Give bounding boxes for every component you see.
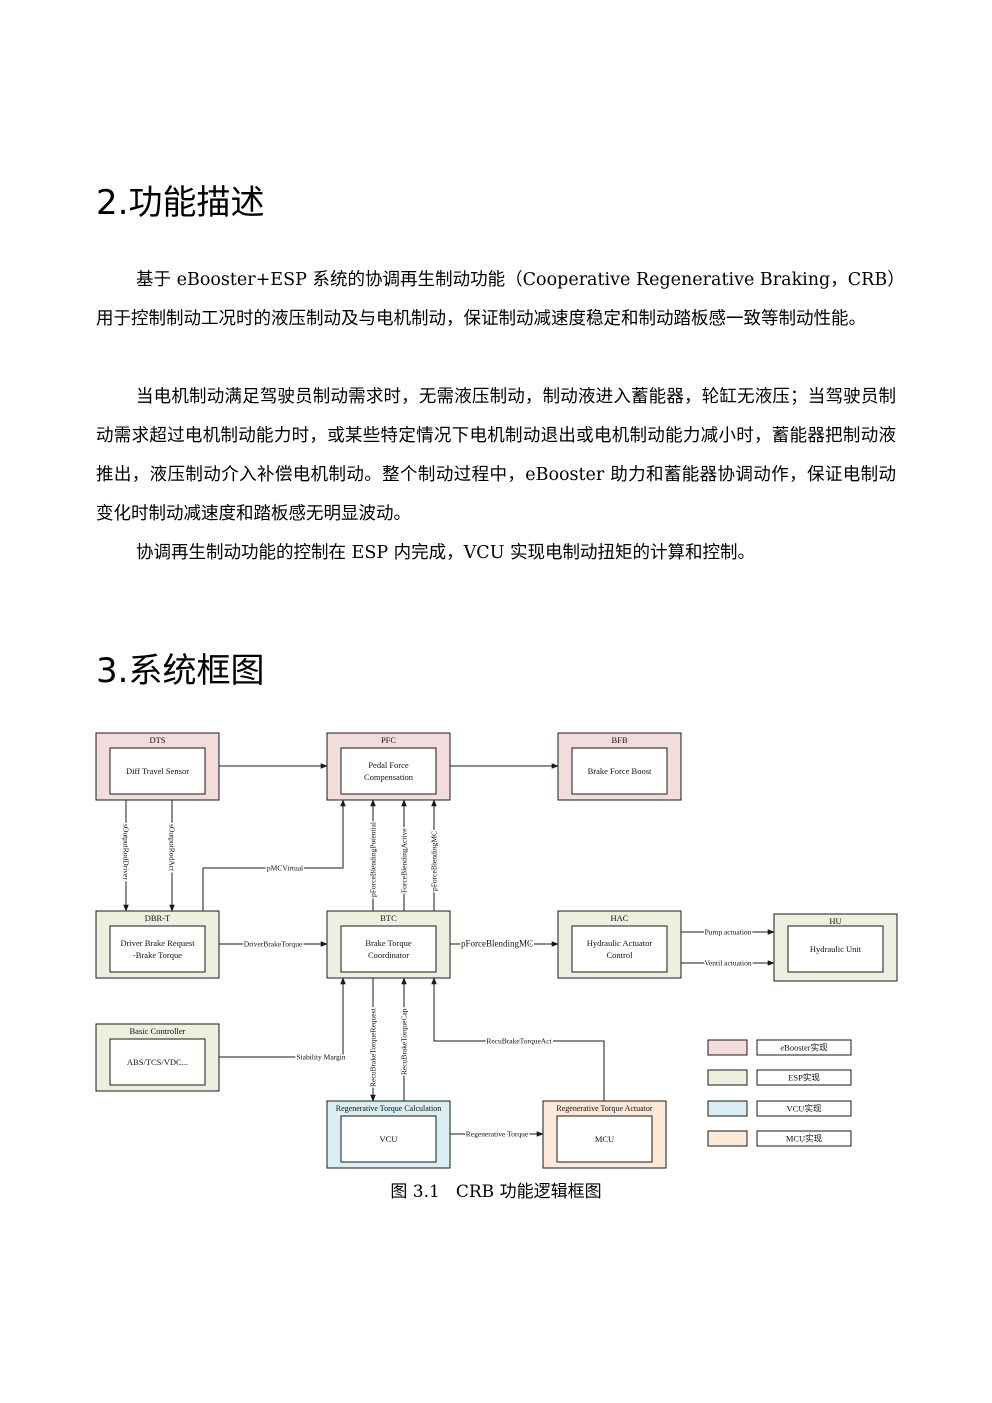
module-hu-title: HU bbox=[829, 916, 841, 926]
module-pfc-inner-box bbox=[340, 747, 437, 795]
module-basic-controller-inner-box bbox=[109, 1038, 206, 1086]
module-hac: HAC Hydraulic Actuator Control bbox=[557, 910, 682, 979]
signal-force-blending-active: ForceBlendingActive bbox=[400, 828, 409, 893]
legend-label-box-ebooster bbox=[756, 1039, 852, 1056]
module-rta-title: Regenerative Torque Actuator bbox=[556, 1104, 652, 1113]
paragraph-control-location: 协调再生制动功能的控制在 ESP 内完成，VCU 实现电制动扭矩的计算和控制。 bbox=[136, 543, 756, 563]
module-pfc-title: PFC bbox=[381, 735, 396, 745]
module-dts-inner-box bbox=[109, 747, 206, 795]
module-btc-title: BTC bbox=[380, 913, 397, 923]
module-dts: DTS Diff Travel Sensor bbox=[95, 732, 220, 801]
legend: eBooster实现 ESP实现 VCU实现 MCU实现 bbox=[707, 1039, 852, 1147]
signal-recu-brake-torque-request: RecuBrakeTorqueRequest bbox=[369, 1007, 378, 1087]
module-bfb-title: BFB bbox=[611, 735, 627, 745]
signal-driver-brake-torque: DriverBrakeTorque bbox=[244, 940, 303, 949]
legend-label-vcu: VCU实现 bbox=[787, 1104, 822, 1114]
signal-regenerative-torque: Regenerative Torque bbox=[466, 1130, 529, 1139]
legend-swatch-vcu bbox=[707, 1100, 748, 1117]
module-hu: HU Hydraulic Unit bbox=[773, 913, 898, 982]
signal-output-rod-driver: sOutputRodDriver bbox=[122, 824, 131, 880]
module-rta-inner-box bbox=[556, 1115, 653, 1163]
module-dts-title: DTS bbox=[149, 735, 165, 745]
module-hac-inner-line2: Control bbox=[607, 950, 634, 960]
module-rtc-title: Regenerative Torque Calculation bbox=[336, 1104, 441, 1113]
signal-pforce-blending-potential: pForceBlendingPotential bbox=[369, 822, 378, 897]
paragraph-braking-process: 当电机制动满足驾驶员制动需求时，无需液压制动，制动液进入蓄能器，轮缸无液压；当驾… bbox=[96, 387, 896, 524]
signal-pmc-virtual: pMCVirtual bbox=[267, 864, 303, 873]
module-rtc-inner-box bbox=[340, 1115, 437, 1163]
module-dts-inner-label: Diff Travel Sensor bbox=[126, 766, 189, 776]
arrow-basic-to-btc bbox=[219, 977, 346, 1058]
module-bfb-inner-label: Brake Force Boost bbox=[588, 766, 652, 776]
module-btc-inner-box bbox=[340, 925, 437, 973]
signal-pforce-blending-mc-up: pForceBlendingMC bbox=[430, 831, 439, 891]
module-regenerative-torque-calculation: Regenerative Torque Calculation VCU bbox=[326, 1100, 451, 1169]
section-heading-function-description: 2.功能描述 bbox=[96, 183, 265, 223]
module-btc-inner-line1: Brake Torque bbox=[365, 938, 411, 948]
module-hac-inner-box bbox=[571, 925, 668, 973]
module-hac-inner-line1: Hydraulic Actuator bbox=[587, 938, 653, 948]
module-pfc: PFC Pedal Force Compensation bbox=[326, 732, 451, 801]
legend-swatch-ebooster bbox=[707, 1039, 748, 1056]
legend-label-box-mcu bbox=[756, 1130, 852, 1147]
arrow-dbrt-to-pfc-pmcvirtual bbox=[202, 799, 346, 911]
module-pfc-inner-line1: Pedal Force bbox=[368, 760, 409, 770]
module-basic-controller-inner-label: ABS/TCS/VDC... bbox=[127, 1057, 188, 1067]
legend-label-esp: ESP实现 bbox=[788, 1073, 820, 1083]
figure-caption-number: 图 3.1 bbox=[390, 1182, 440, 1202]
module-bfb: BFB Brake Force Boost bbox=[557, 732, 682, 801]
module-btc: BTC Brake Torque Coordinator bbox=[326, 910, 451, 979]
module-hu-inner-label: Hydraulic Unit bbox=[810, 944, 862, 954]
signal-ventil-actuation: Ventil actuation bbox=[704, 959, 752, 968]
paragraph-crb-intro: 基于 eBooster+ESP 系统的协调再生制动功能（Cooperative … bbox=[96, 270, 896, 329]
legend-label-ebooster: eBooster实现 bbox=[780, 1043, 828, 1053]
module-dbr-t-inner-line1: Driver Brake Request bbox=[120, 938, 195, 948]
module-dbr-t-inner-line2: -Brake Torque bbox=[133, 950, 182, 960]
module-btc-inner-line2: Coordinator bbox=[368, 950, 409, 960]
module-dbr-t: DBR-T Driver Brake Request -Brake Torque bbox=[95, 910, 220, 979]
legend-swatch-mcu bbox=[707, 1130, 748, 1147]
module-regenerative-torque-actuator: Regenerative Torque Actuator MCU bbox=[542, 1100, 667, 1169]
section-heading-system-diagram: 3.系统框图 bbox=[96, 651, 265, 691]
module-rtc-inner-label: VCU bbox=[380, 1134, 398, 1144]
signal-stability-margin: Stability Margin bbox=[296, 1053, 345, 1062]
signal-recu-brake-torque-cap: RecuBrakeTorqueCap bbox=[400, 1008, 409, 1075]
module-hu-inner-box bbox=[787, 925, 884, 973]
signal-pump-actuation: Pump actuation bbox=[705, 928, 752, 937]
signal-pforce-blending-mc-right: pForceBlendingMC bbox=[461, 939, 533, 949]
figure-caption: 图 3.1 CRB 功能逻辑框图 bbox=[0, 1179, 992, 1205]
legend-label-box-esp bbox=[756, 1069, 852, 1086]
legend-swatch-esp bbox=[707, 1069, 748, 1086]
module-basic-controller-title: Basic Controller bbox=[130, 1026, 186, 1036]
module-basic-controller: Basic Controller ABS/TCS/VDC... bbox=[95, 1023, 220, 1092]
module-dbr-t-inner-box bbox=[109, 925, 206, 973]
module-pfc-inner-line2: Compensation bbox=[364, 772, 414, 782]
figure-caption-text: CRB 功能逻辑框图 bbox=[455, 1182, 602, 1202]
arrow-rta-to-btc-act bbox=[431, 977, 605, 1101]
legend-label-box-vcu bbox=[756, 1100, 852, 1117]
legend-label-mcu: MCU实现 bbox=[786, 1134, 823, 1144]
signal-output-rod-act: sOutputRodAct bbox=[168, 824, 177, 872]
module-hac-title: HAC bbox=[611, 913, 629, 923]
module-bfb-inner-box bbox=[571, 747, 668, 795]
module-dbr-t-title: DBR-T bbox=[145, 913, 171, 923]
signal-recu-brake-torque-act: RecuBrakeTorqueAct bbox=[486, 1037, 552, 1046]
module-rta-inner-label: MCU bbox=[595, 1134, 614, 1144]
